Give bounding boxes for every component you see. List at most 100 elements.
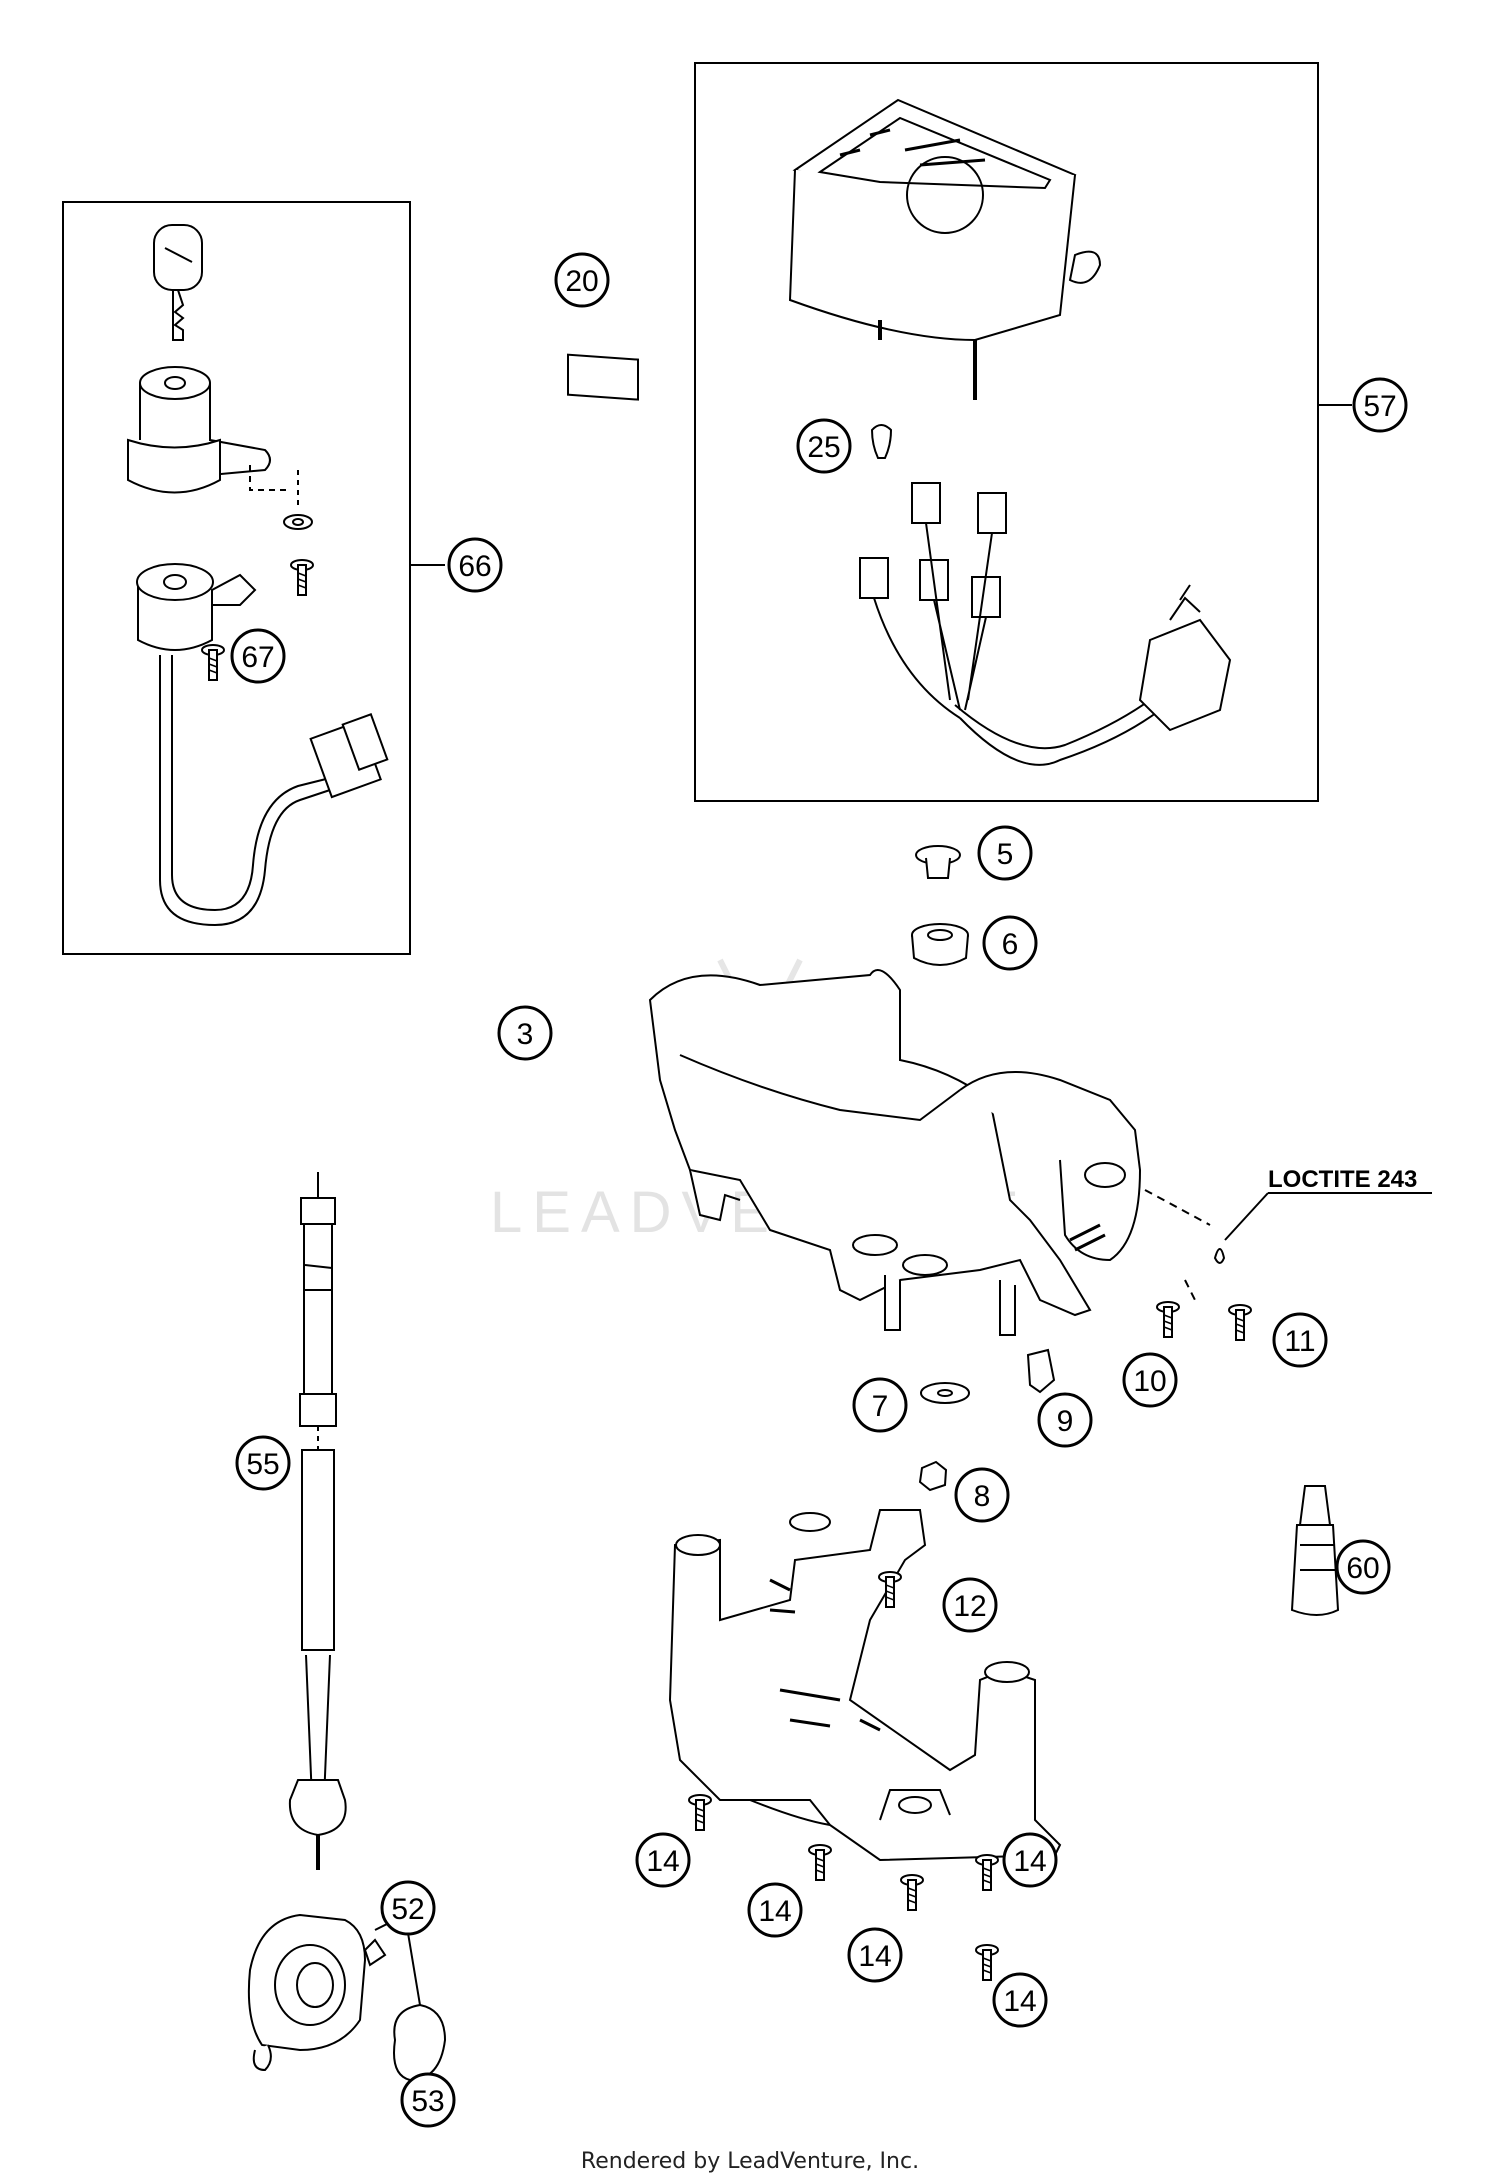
- screw-10-icon: [1156, 1301, 1180, 1338]
- callout-circle: [982, 915, 1038, 971]
- speedometer-group: [694, 62, 1352, 802]
- callout-c14d: 14: [847, 1927, 903, 1983]
- key-icon: [153, 224, 203, 341]
- callout-c20: 20: [554, 252, 610, 308]
- callout-c14c: 14: [1002, 1832, 1058, 1888]
- callout-c52: 52: [380, 1880, 436, 1936]
- ignition-group-box: [62, 201, 411, 955]
- screw-14b-icon: [808, 1844, 832, 1881]
- callout-c25: 25: [796, 418, 852, 474]
- callout-number: 25: [807, 431, 840, 464]
- callout-c14b: 14: [747, 1882, 803, 1938]
- speedometer-housing-icon: [788, 98, 1102, 400]
- wiring-harness-icon: [859, 482, 1232, 766]
- callout-circle: [992, 1972, 1048, 2028]
- grommet-icons: [911, 845, 969, 966]
- screw-14e-icon: [975, 1944, 999, 1981]
- callout-circle: [796, 418, 852, 474]
- bulb-icon: [870, 424, 893, 459]
- callout-number: 3: [517, 1018, 534, 1051]
- footer-text: Rendered by LeadVenture, Inc.: [581, 2149, 919, 2174]
- callout-circle: [1122, 1352, 1178, 1408]
- callout-circle: [380, 1880, 436, 1936]
- callout-number: 8: [974, 1480, 991, 1513]
- callout-number: 60: [1346, 1552, 1379, 1585]
- callout-circle: [977, 825, 1033, 881]
- callout-number: 57: [1363, 390, 1396, 423]
- callout-circle: [747, 1882, 803, 1938]
- lock-cylinder-icon: [127, 366, 290, 494]
- callout-number: 11: [1284, 1325, 1315, 1358]
- lower-bracket-icon: [668, 1509, 1062, 1862]
- speedometer-drive-icon: [247, 1904, 447, 2082]
- washer-icon: [920, 1382, 970, 1404]
- decal-icon: [567, 353, 639, 401]
- callout-circle: [1002, 1832, 1058, 1888]
- callout-number: 14: [1003, 1985, 1036, 2018]
- callout-number: 7: [872, 1390, 889, 1423]
- callout-circle: [942, 1577, 998, 1633]
- callout-number: 12: [953, 1590, 986, 1623]
- callout-circle: [954, 1467, 1010, 1523]
- callout-number: 14: [758, 1895, 791, 1928]
- callout-circle: [447, 537, 503, 593]
- callout-circle: [235, 1435, 291, 1491]
- callout-c14a: 14: [635, 1832, 691, 1888]
- speedometer-group-box: [694, 62, 1319, 802]
- callout-c5: 5: [977, 825, 1033, 881]
- callout-number: 14: [858, 1940, 891, 1973]
- callout-circle: [852, 1377, 908, 1433]
- callouts: 66 67 20 25 57 5 6 3 10 11 7 9 8 55 60 12 14 14 14 14 14 52 53: [230, 252, 1408, 2128]
- callout-c9: 9: [1037, 1392, 1093, 1448]
- callout-number: 14: [1013, 1845, 1046, 1878]
- screw-11-icon: [1228, 1304, 1252, 1341]
- callout-c8: 8: [954, 1467, 1010, 1523]
- callout-number: 67: [241, 641, 274, 674]
- callout-circle: [554, 252, 610, 308]
- loctite-label: LOCTITE 243: [1268, 1166, 1417, 1193]
- loctite-bottle-icon: [1290, 1485, 1340, 1616]
- callout-number: 14: [646, 1845, 679, 1878]
- callout-c57: 57: [1352, 377, 1408, 433]
- nut-icon: [918, 1460, 948, 1492]
- instrument-bracket-icon: [648, 969, 1211, 1336]
- clip-icon: [1026, 1348, 1056, 1394]
- callout-circle: [497, 1005, 553, 1061]
- screw-14c-icon: [975, 1854, 999, 1891]
- callout-circle: [230, 628, 286, 684]
- callout-c11: 11: [1272, 1312, 1328, 1368]
- callout-circle: [635, 1832, 691, 1888]
- callout-c53: 53: [400, 2072, 456, 2128]
- screw-14a-icon: [688, 1794, 712, 1831]
- loctite-note: LOCTITE 243: [1213, 1166, 1432, 1264]
- callout-number: 20: [565, 265, 598, 298]
- callout-number: 55: [246, 1448, 279, 1481]
- callout-number: 10: [1133, 1365, 1166, 1398]
- callout-c60: 60: [1335, 1539, 1391, 1595]
- callout-c55: 55: [235, 1435, 291, 1491]
- callout-circle: [847, 1927, 903, 1983]
- callout-c12: 12: [942, 1577, 998, 1633]
- callout-number: 66: [458, 550, 491, 583]
- callout-c7: 7: [852, 1377, 908, 1433]
- callout-c66: 66: [447, 537, 503, 593]
- screw-14d-icon: [900, 1874, 924, 1911]
- callout-c3: 3: [497, 1005, 553, 1061]
- callout-circle: [1272, 1312, 1328, 1368]
- callout-number: 5: [997, 838, 1014, 871]
- callout-number: 52: [391, 1893, 424, 1926]
- callout-c10: 10: [1122, 1352, 1178, 1408]
- callout-number: 9: [1057, 1405, 1074, 1438]
- speedometer-cable-icon: [288, 1172, 347, 1870]
- callout-circle: [1352, 377, 1408, 433]
- callout-number: 6: [1002, 928, 1019, 961]
- callout-number: 53: [411, 2085, 444, 2118]
- callout-c6: 6: [982, 915, 1038, 971]
- callout-circle: [400, 2072, 456, 2128]
- ignition-lock-group: [62, 201, 445, 955]
- callout-circle: [1037, 1392, 1093, 1448]
- callout-circle: [1335, 1539, 1391, 1595]
- callout-c14e: 14: [992, 1972, 1048, 2028]
- ignition-switch-icon: [136, 563, 389, 927]
